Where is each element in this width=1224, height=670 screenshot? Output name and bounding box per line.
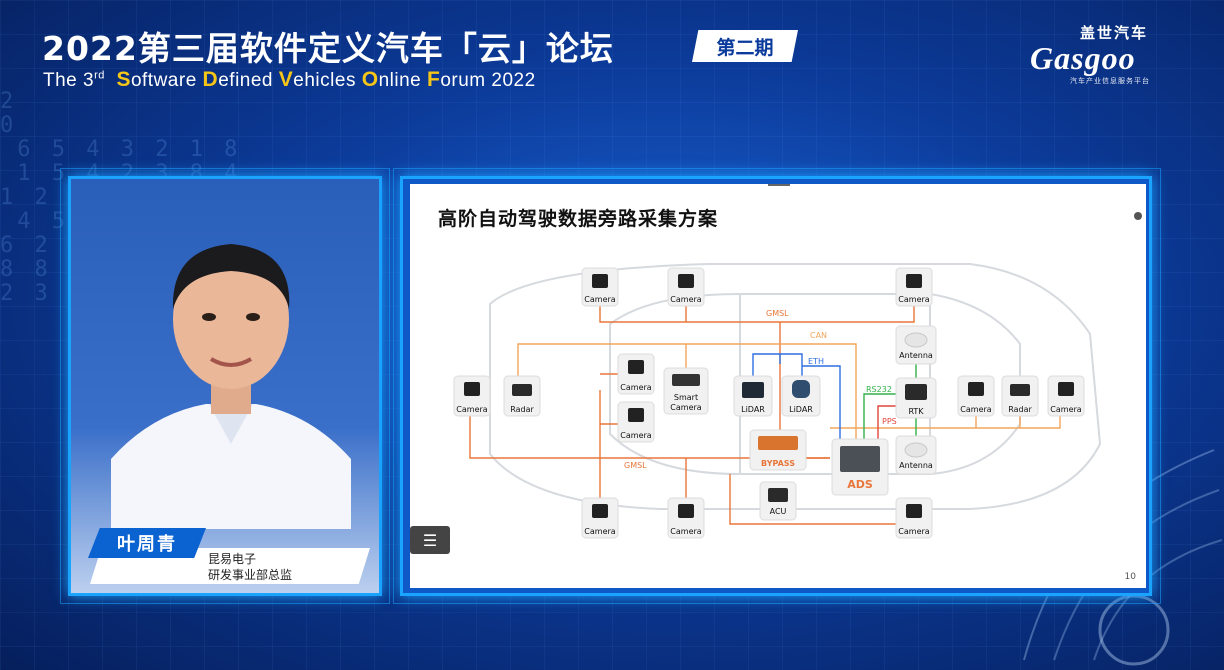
data-collection-diagram: GMSL CAN ETH RS232 PPS GMSL Camera Camer… bbox=[453, 263, 1102, 539]
title-en-word-1: oftware bbox=[130, 70, 197, 91]
title-en-cap-v: V bbox=[278, 68, 294, 91]
camera-node: Camera bbox=[581, 497, 619, 539]
rs232-lines bbox=[863, 364, 917, 439]
title-en-sup: rd bbox=[94, 69, 105, 82]
speaker-avatar bbox=[111, 244, 351, 529]
camera-label: Camera bbox=[960, 405, 991, 414]
speaker-video-panel bbox=[68, 176, 382, 596]
speaker-name: 叶周青 bbox=[88, 528, 206, 558]
camera-node: Camera bbox=[667, 497, 705, 539]
camera-node: Camera bbox=[667, 267, 705, 307]
brand-logo-text: Gasgoo bbox=[1030, 40, 1136, 76]
title-en-cap-f: F bbox=[427, 68, 441, 91]
antenna-label: Antenna bbox=[899, 351, 933, 360]
forum-title-english: The 3rd Software Defined Vehicles Online… bbox=[43, 68, 536, 92]
camera-label: Camera bbox=[1050, 405, 1081, 414]
slide-title: 高阶自动驾驶数据旁路采集方案 bbox=[438, 208, 719, 230]
camera-node: Camera bbox=[453, 375, 491, 417]
list-icon: ☰ bbox=[422, 530, 438, 550]
acu-label: ACU bbox=[770, 507, 787, 516]
antenna-label: Antenna bbox=[899, 461, 933, 470]
slide-page-number: 10 bbox=[1124, 572, 1136, 582]
lidar-label: LiDAR bbox=[789, 405, 813, 414]
title-en-prefix: The 3 bbox=[43, 70, 95, 91]
camera-label: Camera bbox=[456, 405, 487, 414]
slide-menu-button[interactable]: ☰ bbox=[410, 526, 450, 554]
pps-lines bbox=[877, 405, 898, 439]
camera-label: Camera bbox=[898, 527, 929, 536]
lidar-label: LiDAR bbox=[741, 405, 765, 414]
ads-label: ADS bbox=[847, 478, 873, 491]
gmsl-label-bottom: GMSL bbox=[624, 461, 647, 470]
bypass-label: BYPASS bbox=[761, 459, 795, 468]
forum-title-chinese: 2022第三届软件定义汽车「云」论坛 bbox=[42, 29, 614, 68]
camera-node: Camera bbox=[895, 497, 933, 539]
title-en-word-2: efined bbox=[218, 70, 273, 91]
camera-label: Camera bbox=[620, 383, 651, 392]
smart-camera-label-1: Smart bbox=[674, 393, 698, 402]
eth-lines bbox=[752, 353, 841, 439]
camera-label: Camera bbox=[898, 295, 929, 304]
camera-label: Camera bbox=[584, 527, 615, 536]
acu-node: ACU bbox=[759, 481, 797, 521]
title-en-cap-d: D bbox=[202, 68, 219, 91]
camera-label: Camera bbox=[620, 431, 651, 440]
smart-camera-node: Smart Camera bbox=[663, 367, 709, 415]
slide-top-handle[interactable] bbox=[768, 184, 790, 186]
slide-content: 高阶自动驾驶数据旁路采集方案 bbox=[410, 184, 1146, 588]
gmsl-label-top: GMSL bbox=[766, 309, 789, 318]
radar-label: Radar bbox=[1008, 405, 1032, 414]
camera-label: Camera bbox=[670, 527, 701, 536]
antenna-node: Antenna bbox=[895, 325, 937, 365]
lidar-node: LiDAR bbox=[733, 375, 773, 417]
speaker-frame-outline bbox=[60, 168, 390, 604]
rs232-label: RS232 bbox=[866, 385, 892, 394]
gasgoo-logo: 盖世汽车 Gasgoo 汽车产业信息服务平台 bbox=[1030, 20, 1190, 90]
camera-node: Camera bbox=[895, 267, 933, 307]
rtk-label: RTK bbox=[908, 407, 924, 416]
camera-node: Camera bbox=[617, 353, 655, 395]
camera-label: Camera bbox=[670, 295, 701, 304]
antenna-node: Antenna bbox=[895, 435, 937, 475]
speaker-name-card: 昆易电子 研发事业部总监 叶周青 bbox=[88, 528, 378, 584]
bypass-node: BYPASS bbox=[749, 429, 807, 471]
pps-label: PPS bbox=[882, 417, 897, 426]
brand-name-cn: 盖世汽车 bbox=[1080, 24, 1149, 42]
title-en-cap-o: O bbox=[361, 68, 379, 91]
slide-side-handle[interactable] bbox=[1134, 212, 1142, 220]
camera-node: Camera bbox=[957, 375, 995, 417]
lidar-node: LiDAR bbox=[781, 375, 821, 417]
radar-node: Radar bbox=[1001, 375, 1039, 417]
can-label: CAN bbox=[810, 331, 827, 340]
slide-frame-outline bbox=[393, 168, 1161, 604]
rtk-node: RTK bbox=[895, 377, 937, 419]
title-en-word-3: ehicles bbox=[293, 70, 356, 91]
title-en-word-5: orum 2022 bbox=[440, 70, 536, 91]
eth-label: ETH bbox=[808, 357, 824, 366]
radar-node: Radar bbox=[503, 375, 541, 417]
camera-node: Camera bbox=[617, 401, 655, 443]
speaker-company: 昆易电子 bbox=[208, 552, 257, 566]
title-en-word-4: nline bbox=[378, 70, 422, 91]
ads-node: ADS bbox=[831, 438, 889, 496]
title-en-cap-s: S bbox=[116, 68, 131, 91]
camera-label: Camera bbox=[584, 295, 615, 304]
camera-node: Camera bbox=[1047, 375, 1085, 417]
radar-label: Radar bbox=[510, 405, 534, 414]
phase-badge: 第二期 bbox=[692, 30, 798, 62]
speaker-role: 研发事业部总监 bbox=[208, 568, 293, 582]
smart-camera-label-2: Camera bbox=[670, 403, 701, 412]
brand-tagline: 汽车产业信息服务平台 bbox=[1070, 77, 1150, 85]
camera-node: Camera bbox=[581, 267, 619, 307]
